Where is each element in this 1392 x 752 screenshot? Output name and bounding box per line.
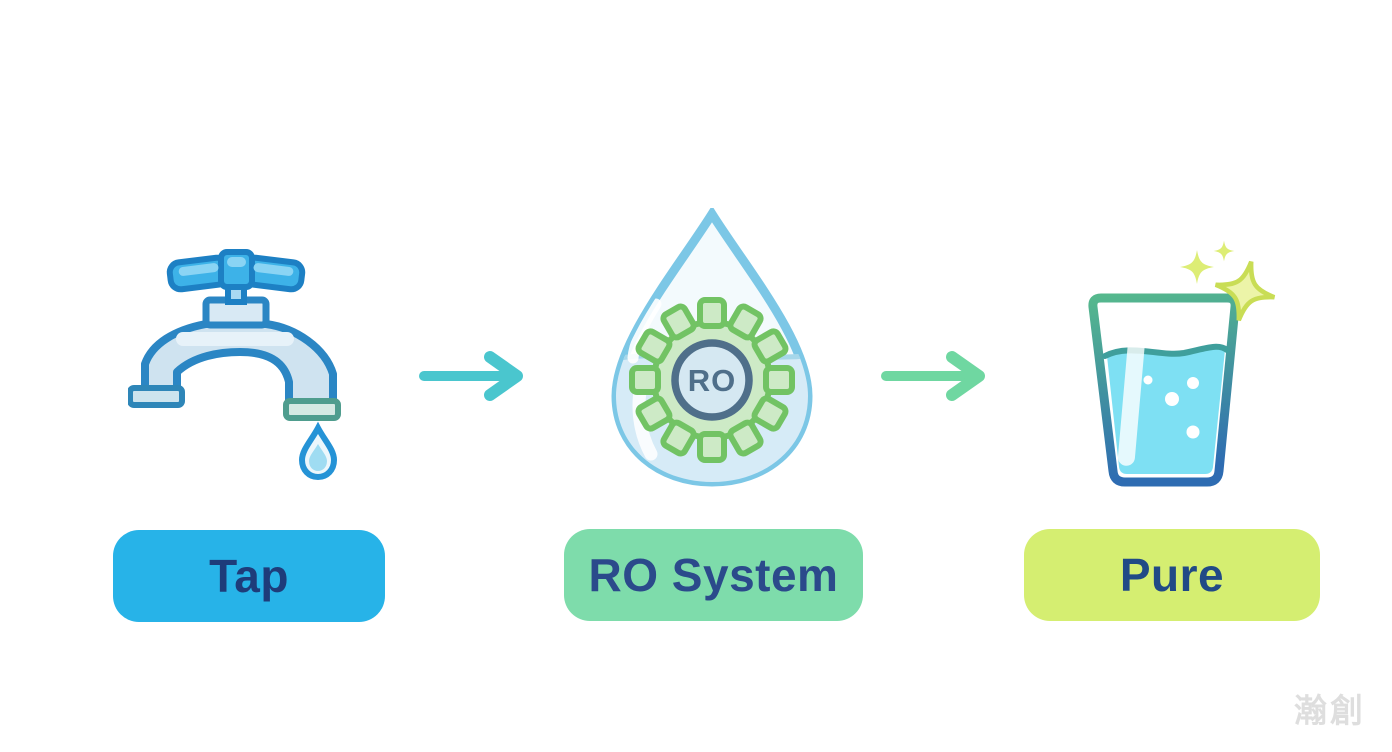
faucet-body-highlight	[176, 332, 294, 346]
sparkle-medium	[1180, 250, 1214, 284]
tap-label-pill: Tap	[113, 530, 385, 622]
gear-ring	[671, 339, 753, 421]
gear-badge-text: RO	[688, 363, 737, 398]
glass-waterline	[1102, 343, 1230, 359]
glass-bubbles	[1143, 375, 1200, 439]
glass-highlight	[1117, 310, 1148, 466]
arrow-right-icon-2	[881, 351, 985, 401]
ro-system-label: RO System	[588, 549, 839, 601]
sparkle-icons	[1180, 240, 1276, 322]
faucet-spout-flange	[283, 398, 341, 421]
arrow-right-icon-1	[419, 351, 523, 401]
water-glass-sparkles-icon	[1088, 240, 1276, 487]
watermark: 瀚創	[1294, 691, 1366, 730]
gear-icon: RO	[629, 297, 795, 463]
drop-highlight-upper	[627, 298, 662, 364]
pure-label: Pure	[1119, 549, 1225, 601]
faucet-handle-highlight	[178, 257, 294, 276]
water-drip-core	[309, 444, 327, 471]
ro-system-label-pill: RO System	[564, 529, 863, 621]
water-drop-gear-icon: RO	[611, 208, 813, 487]
faucet-icon	[128, 249, 341, 480]
tap-label: Tap	[209, 550, 289, 602]
sparkle-small	[1213, 240, 1235, 262]
sparkle-large	[1214, 260, 1276, 322]
faucet-wall-flange	[128, 385, 185, 408]
pure-label-pill: Pure	[1024, 529, 1320, 621]
